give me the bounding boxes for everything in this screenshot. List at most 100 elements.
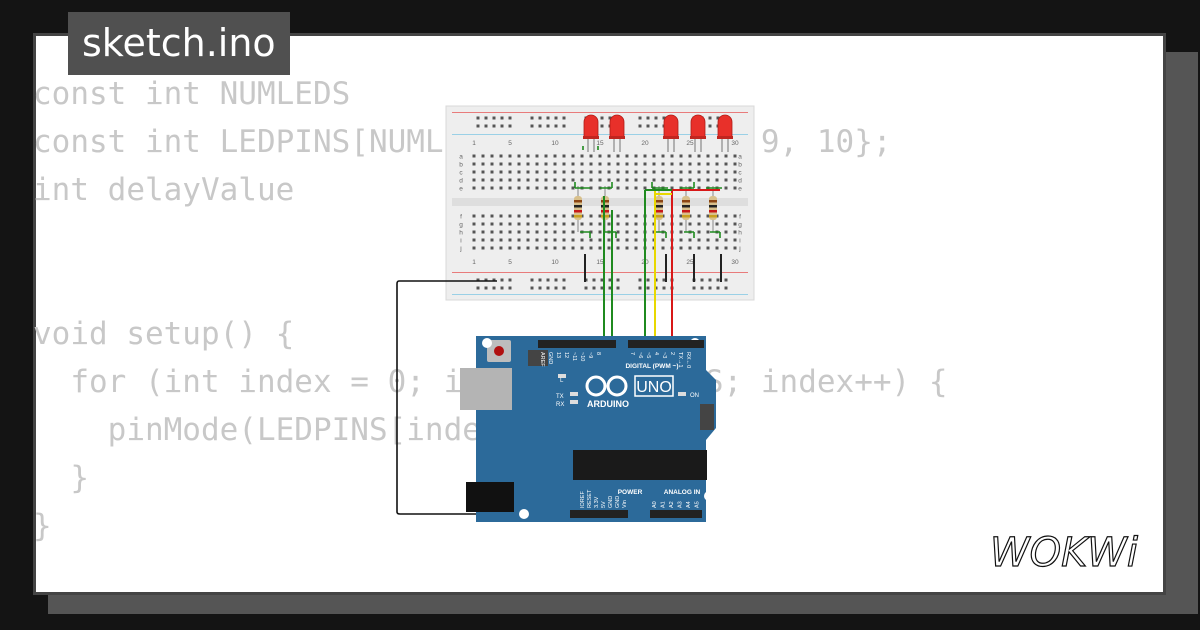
breadboard-hole	[607, 154, 611, 158]
breadboard-hole	[562, 230, 566, 234]
logo-loop-right	[606, 375, 628, 397]
power-jack	[466, 482, 514, 512]
breadboard-holes	[472, 116, 737, 290]
uno-box	[634, 375, 674, 397]
breadboard-column-label: 10	[551, 259, 559, 266]
breadboard-hole	[553, 162, 557, 166]
breadboard-hole	[733, 178, 737, 182]
breadboard-hole	[670, 178, 674, 182]
reset-button-cap	[494, 346, 504, 356]
breadboard-hole	[571, 170, 575, 174]
breadboard-hole	[643, 178, 647, 182]
breadboard-row-label: f	[460, 214, 462, 221]
breadboard-hole	[688, 246, 692, 250]
breadboard-hole	[598, 178, 602, 182]
breadboard-row-label: a	[738, 154, 742, 161]
breadboard-hole	[580, 170, 584, 174]
breadboard-hole	[562, 222, 566, 226]
breadboard-hole	[472, 178, 476, 182]
rail-hole	[562, 124, 566, 128]
breadboard-hole	[724, 238, 728, 242]
breadboard-hole	[724, 230, 728, 234]
led-rx	[570, 400, 578, 404]
resistor-band	[574, 200, 582, 203]
pin-label: GND	[608, 496, 614, 508]
breadboard-hole	[490, 154, 494, 158]
breadboard-hole	[616, 170, 620, 174]
breadboard-hole	[661, 246, 665, 250]
breadboard-hole	[553, 170, 557, 174]
signal-wires	[396, 189, 720, 515]
breadboard-hole	[544, 162, 548, 166]
breadboard-row-label: h	[459, 230, 463, 237]
rail-hole	[538, 278, 542, 282]
breadboard-hole	[571, 222, 575, 226]
breadboard-hole	[706, 162, 710, 166]
breadboard-hole	[472, 222, 476, 226]
breadboard-hole	[499, 170, 503, 174]
breadboard-row-label: b	[459, 162, 463, 169]
led-body	[609, 114, 625, 139]
pin-label: 13	[555, 352, 561, 358]
breadboard-hole	[670, 154, 674, 158]
rail-hole	[492, 278, 496, 282]
breadboard-hole	[571, 154, 575, 158]
breadboard-hole	[571, 162, 575, 166]
digital-label: DIGITAL (PWM ~)	[625, 363, 678, 370]
logo-loop-left	[585, 375, 607, 397]
rail-hole	[654, 116, 658, 120]
breadboard-hole	[526, 154, 530, 158]
breadboard-hole	[625, 178, 629, 182]
breadboard-hole	[688, 162, 692, 166]
rail-hole	[500, 286, 504, 290]
pin-label: ~11	[571, 352, 577, 361]
breadboard-row-label: g	[738, 222, 742, 229]
breadboard-hole	[589, 170, 593, 174]
breadboard-hole	[661, 238, 665, 242]
breadboard-hole	[553, 178, 557, 182]
breadboard-hole	[715, 170, 719, 174]
led-on	[678, 392, 686, 396]
rail-hole	[716, 278, 720, 282]
jumper-wire	[582, 146, 599, 150]
breadboard-hole	[589, 178, 593, 182]
breadboard-row-label: d	[738, 178, 742, 185]
breadboard-hole	[634, 162, 638, 166]
breadboard-hole	[724, 222, 728, 226]
breadboard-hole	[490, 238, 494, 242]
breadboard-hole	[679, 246, 683, 250]
breadboard-hole	[607, 170, 611, 174]
breadboard-hole	[526, 162, 530, 166]
breadboard-row-label: c	[738, 170, 742, 177]
breadboard-hole	[661, 222, 665, 226]
resistor-band	[709, 200, 717, 203]
breadboard-row-label: g	[459, 222, 463, 229]
breadboard-hole	[634, 214, 638, 218]
breadboard-hole	[733, 170, 737, 174]
breadboard-column-label: 1	[472, 259, 476, 266]
rail-hole	[538, 286, 542, 290]
resistor-band	[709, 215, 717, 218]
breadboard-hole	[535, 222, 539, 226]
breadboard-hole	[499, 222, 503, 226]
breadboard-hole	[481, 222, 485, 226]
breadboard-row-label: d	[459, 178, 463, 185]
pin-label: ~3	[661, 352, 667, 358]
breadboard-row-label: b	[738, 162, 742, 169]
breadboard-hole	[499, 246, 503, 250]
breadboard-hole	[634, 154, 638, 158]
resistor-band	[682, 210, 690, 213]
breadboard-hole	[670, 170, 674, 174]
breadboard-hole	[517, 230, 521, 234]
breadboard-hole	[598, 170, 602, 174]
breadboard-hole	[499, 154, 503, 158]
rail-line-top-red	[452, 112, 748, 113]
breadboard-hole	[544, 170, 548, 174]
rail-hole	[500, 124, 504, 128]
breadboard-hole	[688, 222, 692, 226]
breadboard-hole	[679, 162, 683, 166]
